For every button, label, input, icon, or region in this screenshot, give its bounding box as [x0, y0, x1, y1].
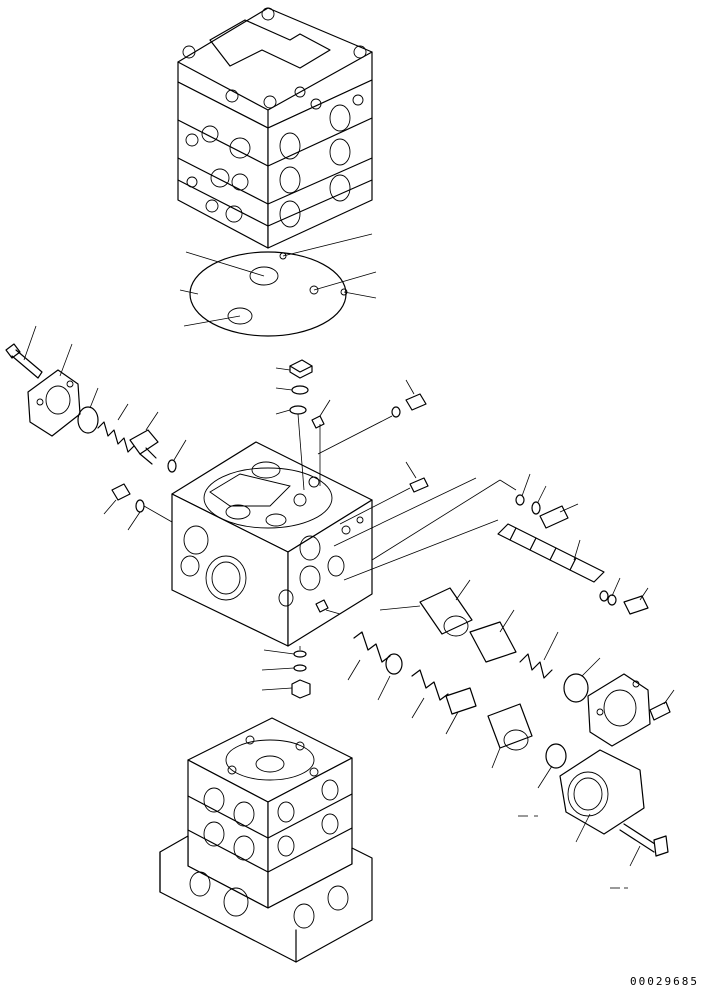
document-number: 00029685 [630, 975, 699, 988]
o-ring-small-left [167, 439, 187, 473]
lower-small-parts [261, 599, 341, 699]
bottom-valve-stack [159, 717, 373, 963]
top-valve-stack [177, 7, 373, 249]
right-assembly [333, 473, 649, 615]
plug-left [103, 483, 173, 531]
flange-cover-upper [587, 673, 675, 747]
valve-left [129, 411, 159, 465]
flange-left [27, 343, 81, 437]
o-ring-left [77, 387, 99, 434]
upper-small-parts [275, 359, 429, 525]
center-valve-body [171, 441, 373, 647]
bolt-left [5, 325, 43, 379]
lower-springs [347, 631, 567, 789]
sleeve-column [379, 579, 601, 703]
spring-left [97, 403, 135, 453]
gasket-plate [179, 233, 377, 337]
flange-cover-lower [518, 749, 669, 889]
